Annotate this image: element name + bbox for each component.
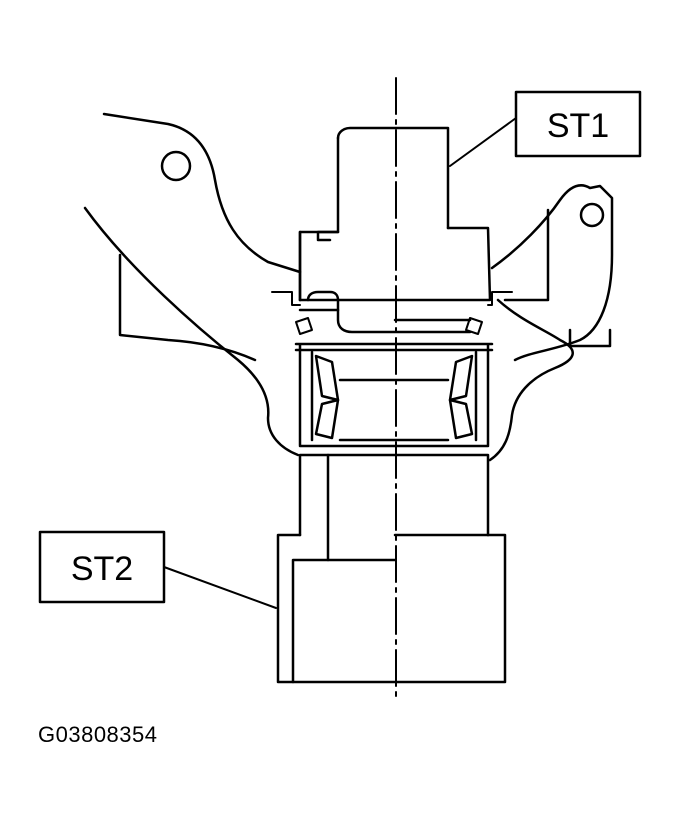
housing-left-lower xyxy=(83,206,300,457)
roller-right-lower xyxy=(448,398,474,440)
roller-left-lower xyxy=(314,398,340,440)
st1-shaft xyxy=(336,126,450,230)
bearing-left-outer xyxy=(298,343,314,447)
housing-left-flange xyxy=(118,253,257,362)
housing-right-outline xyxy=(490,184,614,362)
st2-inner xyxy=(291,533,490,684)
st1-label-box: ST1 xyxy=(514,90,642,158)
hub-carrier xyxy=(83,112,614,462)
st2-upper xyxy=(298,453,490,537)
st2-label: ST2 xyxy=(71,550,133,588)
st2-body xyxy=(276,533,507,684)
figure-id-label: G03808354 xyxy=(38,722,158,747)
st1-shaft-left xyxy=(298,136,340,302)
seals xyxy=(271,291,513,335)
housing-right-lower xyxy=(488,298,574,462)
housing-right-tab xyxy=(568,328,612,348)
st1-label: ST1 xyxy=(547,107,609,145)
st1-leader xyxy=(449,117,517,167)
mount-hole-left xyxy=(160,150,192,182)
roller-right-upper xyxy=(448,354,474,402)
housing-left-outline xyxy=(102,112,302,274)
st2-leader xyxy=(163,566,277,609)
bearing-right-outer xyxy=(474,343,490,447)
mount-hole-right xyxy=(579,202,605,228)
roller-left-upper xyxy=(314,354,340,402)
st2-label-box: ST2 xyxy=(38,530,166,604)
wheel-bearing xyxy=(294,342,494,448)
housing-right-flange xyxy=(503,208,550,302)
st2-tool xyxy=(276,453,507,684)
st1-head xyxy=(298,230,340,302)
st1-pilot xyxy=(306,290,472,334)
